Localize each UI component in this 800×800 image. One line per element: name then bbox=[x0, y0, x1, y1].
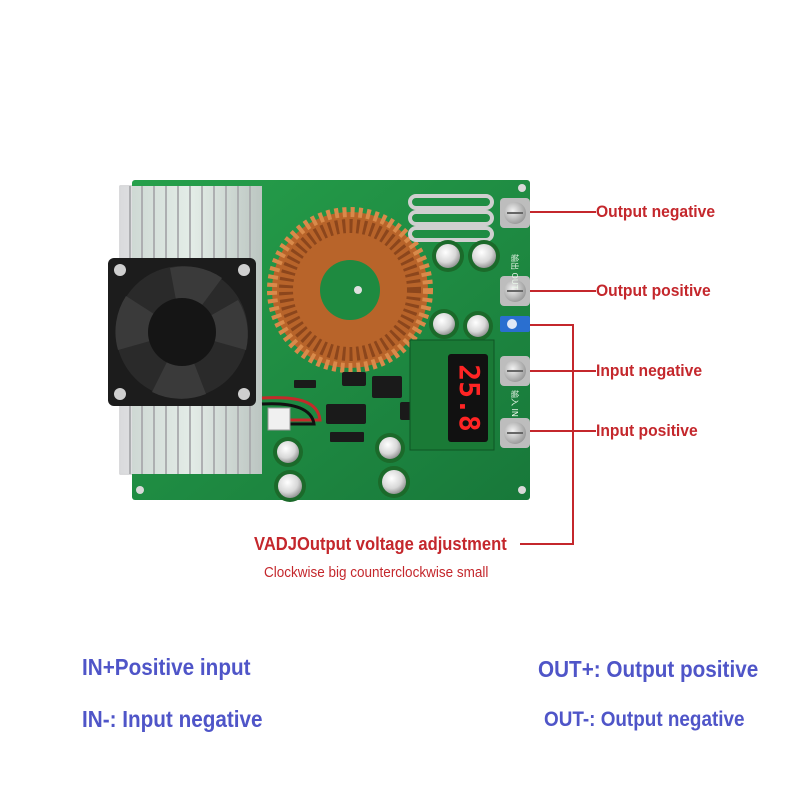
callout-output-negative: Output negative bbox=[596, 202, 715, 222]
vadj-subtitle: Clockwise big counterclockwise small bbox=[264, 564, 488, 581]
silkscreen-in: 输入 IN bbox=[510, 390, 520, 417]
product-image: 25.8 输出 OUT 输入 IN bbox=[0, 0, 800, 620]
vadj-potentiometer[interactable] bbox=[500, 316, 530, 332]
callout-output-positive: Output positive bbox=[596, 281, 711, 301]
terminal-in-negative bbox=[500, 356, 530, 386]
vadj-title: VADJOutput voltage adjustment bbox=[254, 534, 507, 555]
silkscreen-out: 输出 OUT bbox=[510, 254, 520, 290]
display-reading: 25.8 bbox=[453, 364, 486, 431]
terminal-out-negative bbox=[500, 198, 530, 228]
callout-input-positive: Input positive bbox=[596, 421, 698, 441]
buck-converter-board: 25.8 输出 OUT 输入 IN bbox=[0, 0, 800, 620]
toroid-inductor bbox=[272, 212, 428, 368]
callout-lines bbox=[520, 212, 596, 544]
legend-in-plus: IN+Positive input bbox=[82, 654, 251, 681]
legend-out-plus: OUT+: Output positive bbox=[538, 656, 758, 683]
legend-out-minus: OUT-: Output negative bbox=[544, 708, 745, 732]
cooling-fan bbox=[108, 258, 256, 406]
callout-input-negative: Input negative bbox=[596, 361, 702, 381]
legend-in-minus: IN-: Input negative bbox=[82, 706, 263, 733]
terminal-in-positive bbox=[500, 418, 530, 448]
